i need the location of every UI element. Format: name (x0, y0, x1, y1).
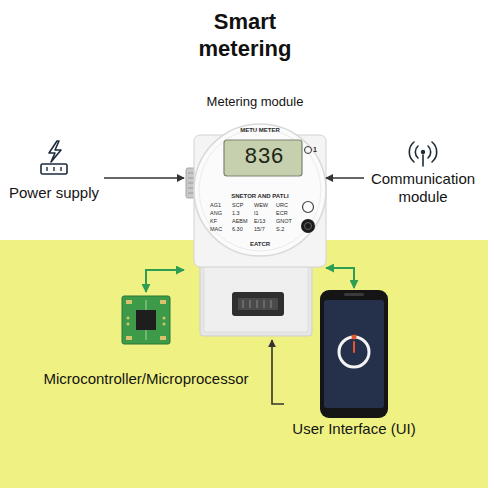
meter-illustration (199, 129, 321, 251)
lcd-reading: 836 (244, 147, 284, 169)
meter-illustration (188, 178, 194, 179)
spec-table-cell: URC (276, 203, 288, 209)
smartphone (320, 290, 388, 418)
smartphone (339, 337, 369, 367)
circuit-board (136, 310, 156, 330)
spec-table-cell: I1 (254, 211, 259, 217)
meter-illustration (188, 183, 194, 184)
spec-table-cell: AG1 (210, 203, 221, 209)
meter-plate-text: SNETOR AND PATLI (231, 193, 288, 199)
meter-illustration (204, 266, 308, 332)
wireless-icon (422, 155, 424, 166)
power-icon (46, 167, 47, 171)
spec-table-cell: 15/7 (254, 227, 265, 233)
connector-arrow (326, 268, 354, 288)
wireless-icon (428, 146, 431, 158)
wireless-icon (409, 142, 414, 162)
node-label: Power supply (9, 184, 99, 202)
circuit-board (163, 323, 166, 326)
meter-illustration (305, 147, 312, 154)
circuit-board (146, 300, 147, 310)
circuit-board (160, 300, 166, 304)
node-label: Microcontroller/Microprocessor (43, 370, 248, 388)
communication-module: Communication module (364, 140, 482, 208)
meter-illustration (264, 300, 265, 308)
microcontroller: Microcontroller/Microprocessor (28, 292, 264, 390)
connector-arrow (104, 177, 184, 179)
circuit-board (163, 317, 166, 320)
connector-arrow (326, 177, 364, 179)
meter-illustration (303, 202, 314, 213)
node-label: Communication module (366, 170, 480, 206)
meter-illustration (238, 298, 278, 310)
spec-table-cell: 6.30 (232, 227, 243, 233)
spec-table-cell: WEW (254, 203, 268, 209)
user-interface: User Interface (UI) (284, 288, 424, 440)
smartphone (320, 290, 388, 418)
spec-table-cell: 1.3 (232, 211, 240, 217)
meter-illustration (188, 193, 194, 194)
spec-table-cell: GNOT (276, 219, 292, 225)
wireless-icon (415, 146, 418, 158)
node-label: Metering module (207, 94, 304, 110)
meter-maker: EATCR (250, 241, 270, 247)
phase-number: 1 (313, 146, 317, 153)
meter-brand: METU METER (240, 127, 280, 133)
power-icon (60, 167, 61, 171)
circuit-board (127, 323, 130, 326)
spec-table-cell: ANG (210, 211, 222, 217)
meter-illustration (305, 223, 312, 230)
meter-illustration (188, 188, 194, 189)
spec-table-cell: AEBM (232, 219, 248, 225)
meter-illustration (257, 300, 258, 308)
meter-illustration (186, 124, 326, 336)
meter-illustration (200, 262, 312, 336)
circuit-board (160, 336, 166, 340)
meter-illustration (188, 173, 194, 174)
power-supply: Power supply (4, 140, 104, 204)
circuit-board (146, 330, 147, 340)
circuit-board (127, 317, 130, 320)
circuit-board (122, 296, 170, 344)
node-label: User Interface (UI) (292, 420, 415, 438)
power-icon (53, 167, 54, 171)
connector-arrow (272, 340, 284, 404)
meter-illustration (271, 300, 272, 308)
meter-illustration (194, 124, 326, 256)
meter-illustration (224, 140, 302, 176)
wireless-icon (432, 142, 437, 162)
wireless-icon (409, 142, 436, 166)
meter-illustration (232, 292, 284, 316)
smartphone (344, 293, 364, 296)
power-icon (49, 141, 61, 162)
spec-table-cell: SCP (232, 203, 243, 209)
spec-table-cell: E/13 (254, 219, 265, 225)
meter-illustration (243, 300, 244, 308)
meter-illustration (301, 219, 315, 233)
circuit-board (122, 296, 170, 344)
power-icon (41, 164, 67, 174)
spec-table-cell: S.2 (276, 227, 284, 233)
meter-illustration (250, 300, 251, 308)
smartphone (324, 300, 384, 408)
diagram-title: Smart metering (185, 8, 305, 62)
smartphone (353, 342, 355, 352)
yellow-ground (0, 240, 488, 488)
spec-table-cell: KF (210, 219, 217, 225)
smartphone (352, 335, 357, 340)
circuit-board (126, 336, 132, 340)
spec-table-cell: ECR (276, 211, 288, 217)
spec-table-cell: MAC (210, 227, 222, 233)
wireless-icon (421, 150, 425, 154)
connector-arrow (146, 270, 184, 292)
power-icon (41, 141, 67, 174)
circuit-board (126, 300, 132, 304)
